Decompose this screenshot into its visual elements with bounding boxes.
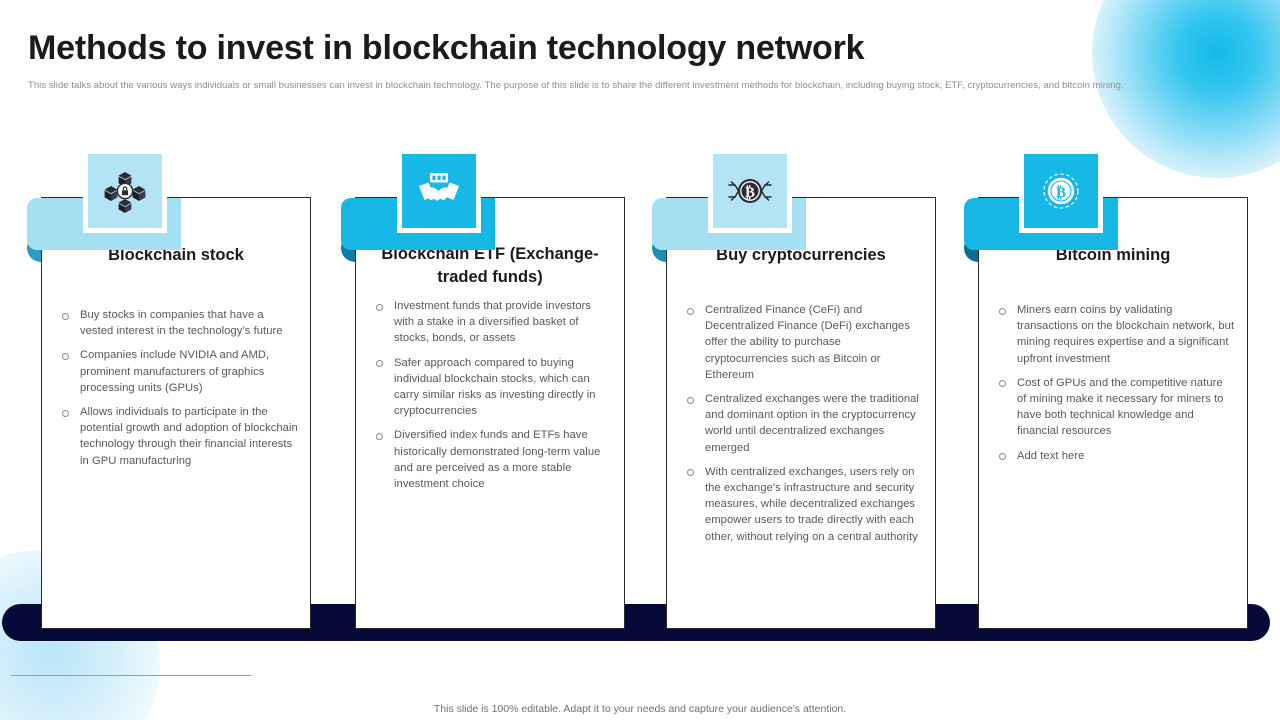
card-bullet-list: Investment funds that provide investors …: [372, 298, 612, 500]
list-item: Cost of GPUs and the competitive nature …: [995, 375, 1235, 440]
card-title: Buy cryptocurrencies: [716, 246, 886, 264]
bitcoin-coin-icon: ₿: [1040, 170, 1082, 212]
card-title: Bitcoin mining: [1055, 246, 1171, 264]
blockchain-lock-icon: [103, 169, 147, 213]
icon-tile-1: [88, 154, 162, 228]
list-item: Safer approach compared to buying indivi…: [372, 355, 612, 420]
page-title: Methods to invest in blockchain technolo…: [28, 29, 865, 67]
card-bullet-list: Buy stocks in companies that have a vest…: [58, 307, 298, 477]
list-item: Centralized Finance (CeFi) and Decentral…: [683, 302, 923, 383]
svg-text:₿: ₿: [745, 185, 755, 201]
card-bitcoin-mining[interactable]: Bitcoin mining Miners earn coins by vali…: [978, 197, 1248, 629]
slide-header: Methods to invest in blockchain technolo…: [28, 26, 1228, 94]
card-bullet-list: Miners earn coins by validating transact…: [995, 302, 1235, 472]
card-title: Blockchain stock: [108, 246, 244, 264]
handshake-money-icon: [416, 169, 462, 213]
icon-tile-2: [402, 154, 476, 228]
list-item: Add text here: [995, 448, 1235, 464]
page-subtitle: This slide talks about the various ways …: [28, 80, 1124, 91]
list-item: Miners earn coins by validating transact…: [995, 302, 1235, 367]
list-item: Centralized exchanges were the tradition…: [683, 391, 923, 456]
bitcoin-network-icon: ₿: [726, 174, 774, 208]
list-item: Investment funds that provide investors …: [372, 298, 612, 347]
list-item: Buy stocks in companies that have a vest…: [58, 307, 298, 339]
icon-tile-4: ₿: [1024, 154, 1098, 228]
list-item: With centralized exchanges, users rely o…: [683, 464, 923, 545]
footer-divider: [11, 675, 251, 676]
list-item: Companies include NVIDIA and AMD, promin…: [58, 347, 298, 396]
card-bullet-list: Centralized Finance (CeFi) and Decentral…: [683, 302, 923, 553]
icon-tile-3: ₿: [713, 154, 787, 228]
list-item: Diversified index funds and ETFs have hi…: [372, 427, 612, 492]
svg-text:₿: ₿: [1056, 185, 1066, 201]
list-item: Allows individuals to participate in the…: [58, 404, 298, 469]
card-blockchain-stock[interactable]: Blockchain stock Buy stocks in companies…: [41, 197, 311, 629]
footer-note: This slide is 100% editable. Adapt it to…: [433, 703, 847, 715]
card-blockchain-etf[interactable]: Blockchain ETF (Exchange-traded funds) I…: [355, 197, 625, 629]
card-buy-cryptocurrencies[interactable]: Buy cryptocurrencies Centralized Finance…: [666, 197, 936, 629]
